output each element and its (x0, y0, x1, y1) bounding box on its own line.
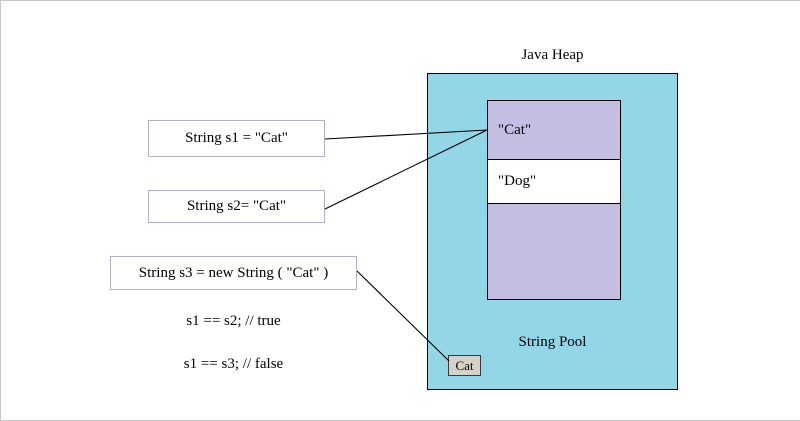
string-pool-label: String Pool (518, 334, 587, 350)
connector-s3-to-heap-object (356, 270, 450, 362)
pool-cell-dog: "Dog" (488, 159, 620, 203)
code-box-s1: String s1 = "Cat" (148, 120, 325, 157)
comparison-s1-s2: s1 == s2; // true (186, 313, 281, 329)
connector-s1-to-pool-cat (324, 129, 488, 140)
pool-cell-cat: "Cat" (488, 101, 620, 159)
java-heap-label: Java Heap (521, 47, 584, 63)
connector-s2-to-pool-cat (324, 129, 488, 210)
code-box-s2: String s2= "Cat" (148, 190, 325, 223)
code-box-s3: String s3 = new String ( "Cat" ) (110, 256, 357, 290)
heap-cat-object: Cat (448, 355, 481, 376)
pool-cell-empty (488, 203, 620, 298)
comparison-s1-s3: s1 == s3; // false (183, 356, 284, 372)
string-pool-table: "Cat" "Dog" (487, 100, 621, 300)
